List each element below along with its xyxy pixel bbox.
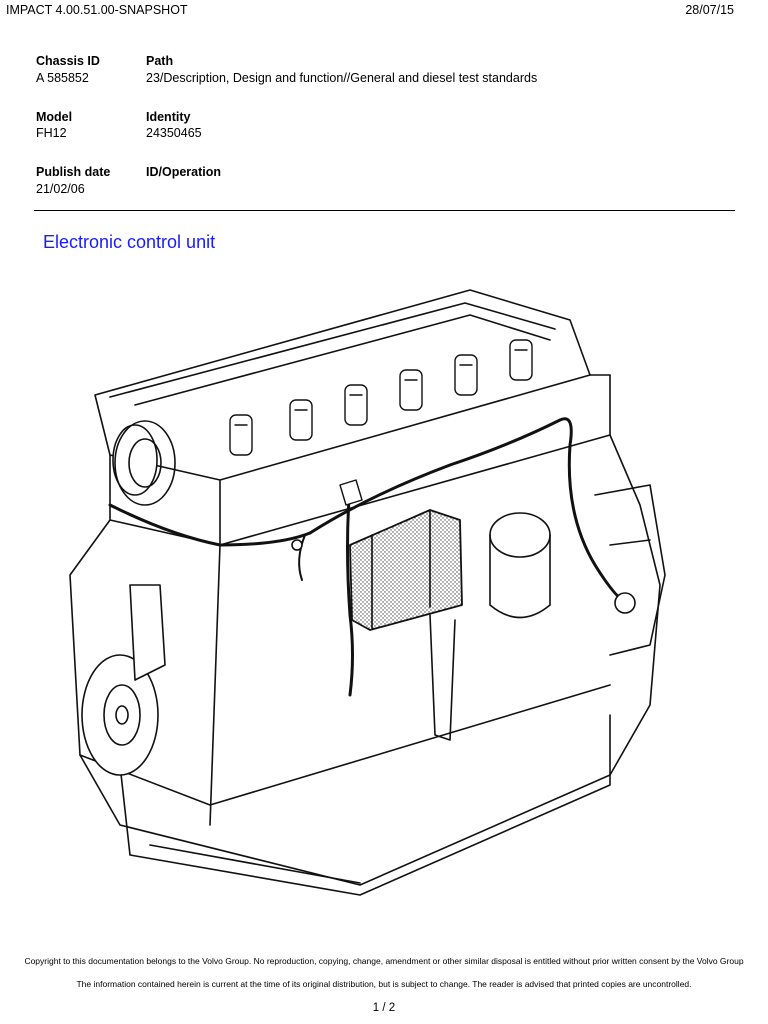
path-value: 23/Description, Design and function//Gen… [146, 71, 538, 85]
engine-illustration-icon [50, 285, 730, 905]
app-title: IMPACT 4.00.51.00-SNAPSHOT [6, 3, 188, 17]
id-operation-label: ID/Operation [146, 165, 222, 179]
disclaimer-notice: The information contained herein is curr… [76, 979, 692, 989]
publish-date-label: Publish date [36, 165, 111, 179]
chassis-id-value: A 585852 [36, 71, 89, 85]
page-number: 1 / 2 [372, 1002, 396, 1014]
copyright-notice: Copyright to this documentation belongs … [24, 956, 744, 966]
print-date: 28/07/15 [685, 3, 734, 17]
path-label: Path [146, 54, 174, 68]
model-label: Model [36, 110, 73, 124]
header-divider [34, 210, 735, 211]
chassis-id-label: Chassis ID [36, 54, 100, 68]
section-title: Electronic control unit [43, 232, 216, 252]
model-value: FH12 [36, 126, 67, 140]
identity-value: 24350465 [146, 126, 202, 140]
identity-label: Identity [146, 110, 191, 124]
publish-date-value: 21/02/06 [36, 182, 85, 196]
